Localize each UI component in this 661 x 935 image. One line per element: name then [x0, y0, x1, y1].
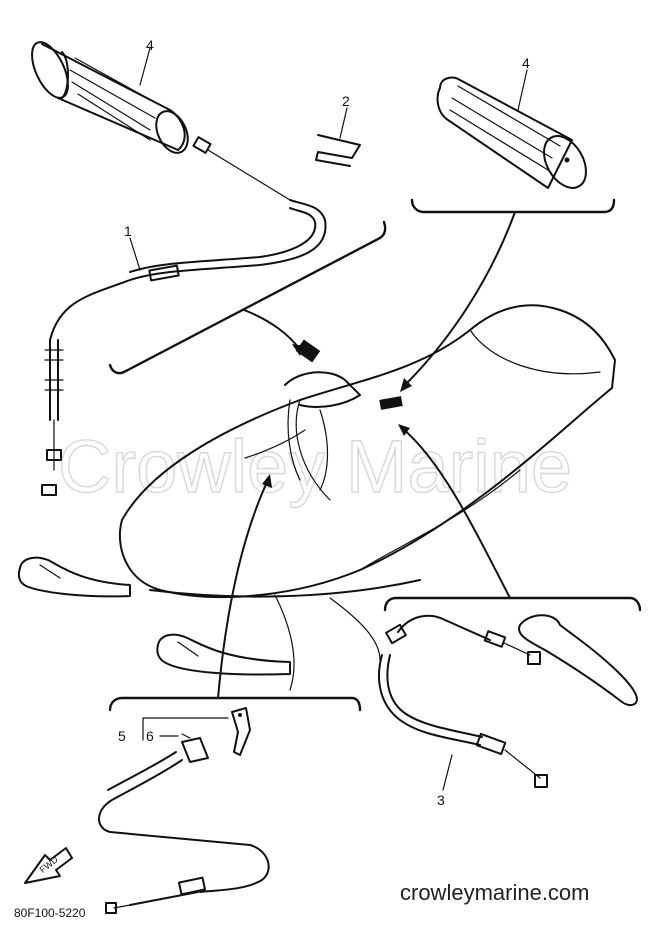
bracket-brake — [383, 596, 642, 612]
callout-1: 1 — [124, 223, 132, 239]
snowmobile-illustration — [17, 304, 616, 691]
grip-right-part — [436, 69, 587, 189]
bracket-grip — [410, 198, 616, 214]
callout-5: 5 — [118, 728, 126, 744]
bracket-throttle — [108, 220, 387, 375]
leader-switch — [217, 479, 269, 699]
callout-3: 3 — [437, 792, 445, 808]
bracket-switch — [108, 696, 362, 712]
callout-2: 2 — [342, 93, 350, 109]
clip-part — [315, 107, 361, 167]
leader-grip — [404, 211, 516, 386]
throttle-cable-part — [41, 136, 327, 496]
drawing-code: 80F100-5220 — [14, 906, 86, 920]
footer-site: crowleymarine.com — [400, 880, 590, 905]
fwd-arrow-icon: FWD — [24, 847, 73, 884]
leader-throttle — [243, 309, 301, 351]
brake-cable-part — [378, 614, 638, 791]
leader-brake — [401, 427, 511, 599]
callout-4-right: 4 — [522, 55, 530, 71]
watermark: Crowley Marine — [58, 425, 572, 508]
grip-left-part — [31, 41, 189, 154]
callout-4-left: 4 — [146, 37, 154, 53]
callout-6: 6 — [146, 728, 154, 744]
switch-assembly-part — [98, 707, 270, 914]
